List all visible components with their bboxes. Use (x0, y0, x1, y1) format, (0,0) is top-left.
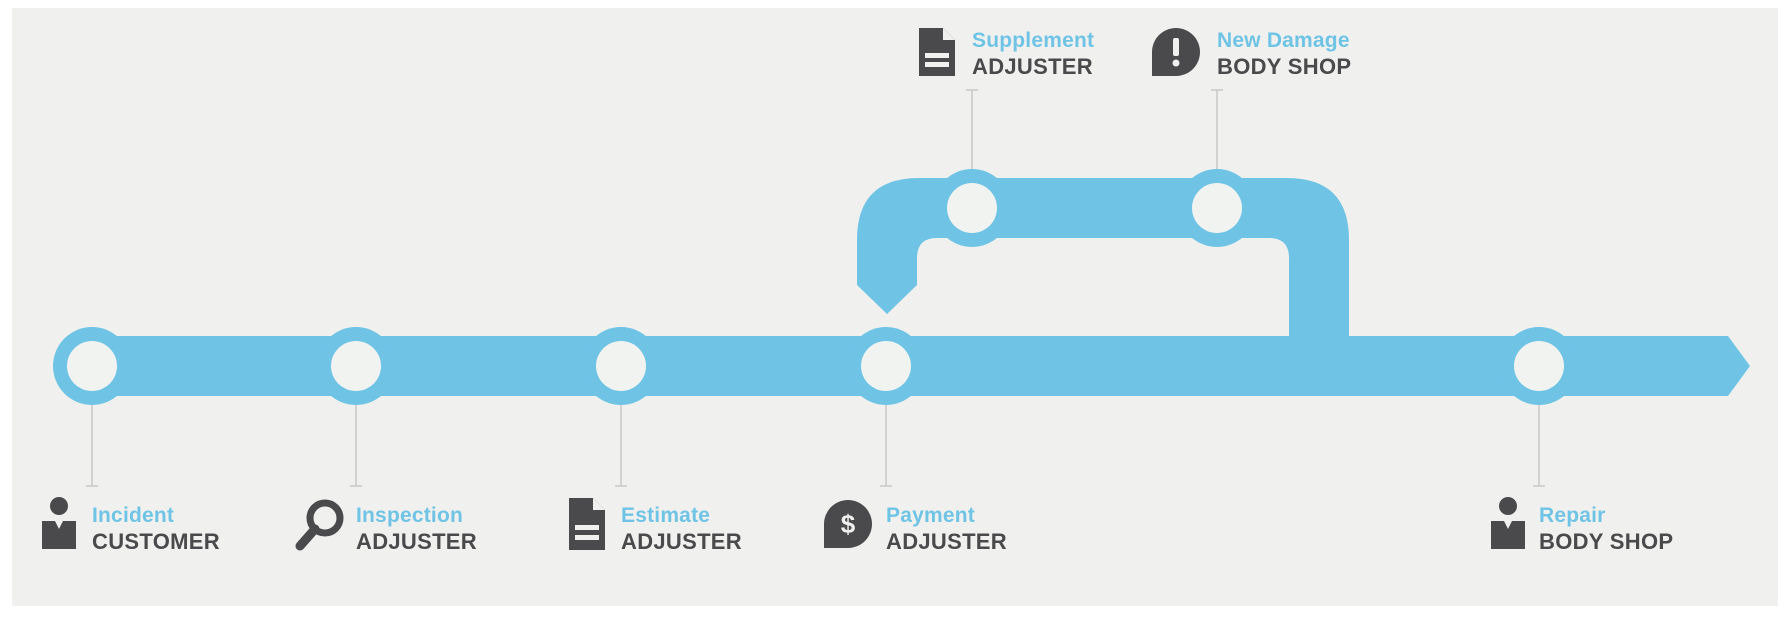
person-icon (1491, 497, 1525, 549)
step-node-supplement (933, 169, 1011, 247)
step-node-incident (53, 327, 131, 405)
step-title: New Damage (1217, 29, 1350, 52)
main-connectors (86, 398, 1545, 487)
step-label-supplement: Supplement ADJUSTER (972, 30, 1094, 78)
step-role: ADJUSTER (886, 529, 1007, 554)
step-role: ADJUSTER (621, 529, 742, 554)
step-label-payment: Payment ADJUSTER (886, 505, 1007, 553)
step-node-inspection (317, 327, 395, 405)
step-role: BODY SHOP (1539, 529, 1674, 554)
step-title: Incident (92, 504, 175, 527)
step-title: Estimate (621, 504, 711, 527)
step-title: Repair (1539, 504, 1606, 527)
step-label-repair: Repair BODY SHOP (1539, 505, 1673, 553)
step-title: Supplement (972, 29, 1095, 52)
branch-connectors (966, 89, 1223, 176)
step-label-new-damage: New Damage BODY SHOP (1217, 30, 1351, 78)
alert-icon (1152, 28, 1200, 76)
step-node-estimate (582, 327, 660, 405)
dollar-icon: $ (824, 500, 872, 548)
step-node-new-damage (1178, 169, 1256, 247)
document-icon (919, 28, 955, 76)
step-role: BODY SHOP (1217, 54, 1352, 79)
step-title: Inspection (356, 504, 464, 527)
step-label-incident: Incident CUSTOMER (92, 505, 220, 553)
step-label-inspection: Inspection ADJUSTER (356, 505, 477, 553)
person-icon (42, 497, 76, 549)
step-role: ADJUSTER (972, 54, 1093, 79)
step-role: CUSTOMER (92, 529, 220, 554)
magnifier-icon (295, 499, 344, 551)
svg-text:$: $ (841, 509, 856, 539)
diagram-background (12, 8, 1778, 606)
step-title: Payment (886, 504, 975, 527)
step-node-repair (1500, 327, 1578, 405)
document-icon (569, 498, 605, 550)
branch-loop-pipe (857, 178, 1349, 336)
step-label-estimate: Estimate ADJUSTER (621, 505, 742, 553)
step-node-payment (847, 327, 925, 405)
step-role: ADJUSTER (356, 529, 477, 554)
